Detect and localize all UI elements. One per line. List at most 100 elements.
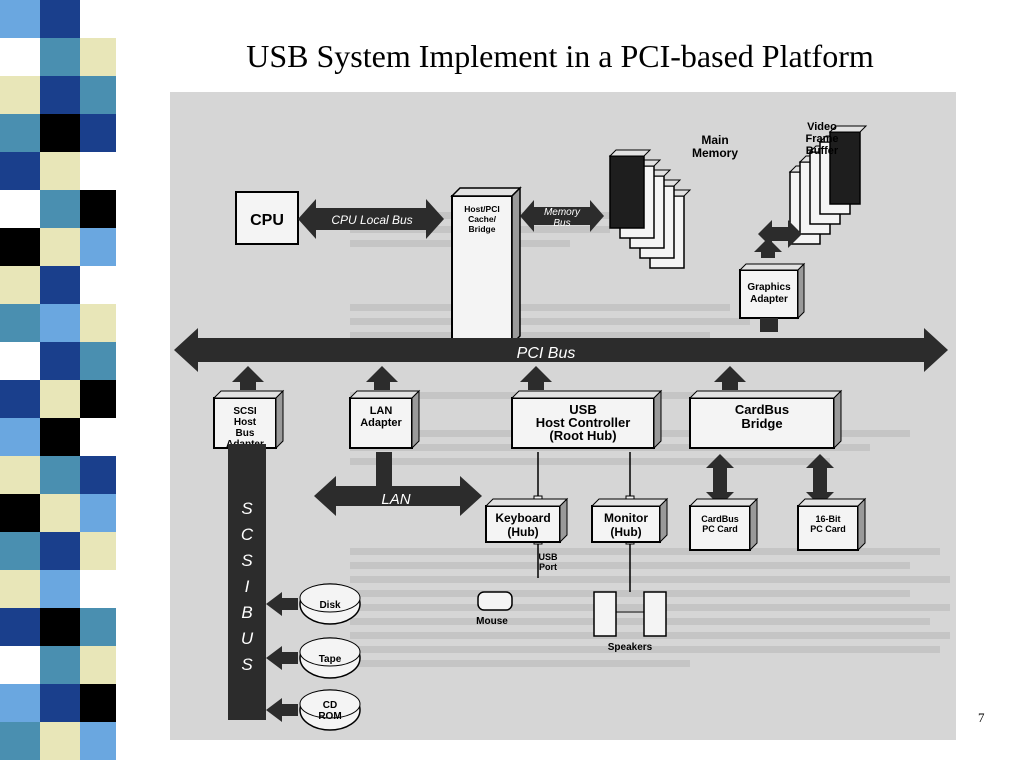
- stripe-segment: [0, 684, 40, 722]
- stripe-segment: [0, 418, 40, 456]
- stripe-segment: [0, 380, 40, 418]
- stripe-segment: [40, 532, 80, 570]
- stripe-segment: [0, 228, 40, 266]
- stripe-segment: [80, 114, 116, 152]
- stripe-segment: [80, 38, 116, 76]
- scsi-bus-letter: C: [241, 525, 254, 544]
- stripe-segment: [80, 152, 116, 190]
- stripe-segment: [40, 570, 80, 608]
- memory-bus-arrow: [520, 200, 604, 232]
- cpu-label: CPU: [250, 212, 284, 229]
- stripe-segment: [40, 38, 80, 76]
- cpu-local-bus-arrow: [298, 199, 444, 239]
- stripe-segment: [80, 722, 116, 760]
- scsi-bus-letter: U: [241, 629, 254, 648]
- speakers: Speakers: [593, 591, 667, 653]
- scsi-bus-letter: S: [241, 655, 253, 674]
- stripe-segment: [0, 456, 40, 494]
- stripe-segment: [0, 114, 40, 152]
- stripe-segment: [0, 342, 40, 380]
- stripe-segment: [80, 0, 116, 38]
- mouse-label: Mouse: [476, 616, 508, 627]
- stripe-segment: [0, 266, 40, 304]
- tape-device: Tape: [299, 637, 361, 679]
- lan-label: LAN: [381, 491, 410, 508]
- graphics-to-pci-arrow: [760, 318, 778, 332]
- speakers-label: Speakers: [608, 642, 653, 653]
- mouse: Mouse: [476, 591, 513, 627]
- stripe-segment: [80, 342, 116, 380]
- stripe-segment: [80, 266, 116, 304]
- stripe-segment: [0, 532, 40, 570]
- lan-adapter-stem: [376, 452, 392, 486]
- stripe-segment: [40, 114, 80, 152]
- monitor-hub-box: Monitor(Hub): [590, 497, 669, 544]
- stripe-segment: [80, 380, 116, 418]
- lan-arrow: [314, 476, 482, 516]
- stripe-segment: [40, 494, 80, 532]
- stripe-segment: [40, 342, 80, 380]
- disk-device-label: Disk: [319, 600, 341, 611]
- stripe-segment: [0, 304, 40, 342]
- pci-adapter-arrows: [232, 366, 746, 390]
- scsi-bus-letter: B: [241, 603, 252, 622]
- scsi-bus-letter: I: [245, 577, 250, 596]
- cardbus-card-arrow: [706, 454, 734, 506]
- stripe-segment: [0, 570, 40, 608]
- stripe-segment: [0, 38, 40, 76]
- stripe-segment: [40, 266, 80, 304]
- stripe-segment: [80, 608, 116, 646]
- scsi-bus-bar: [228, 444, 266, 720]
- stripe-segment: [40, 646, 80, 684]
- cpu-box: CPU: [235, 191, 299, 245]
- usb-tree-lines: [537, 452, 631, 592]
- decorative-stripe: [0, 0, 120, 768]
- monitor-hub-box-label: Monitor(Hub): [604, 511, 648, 539]
- stripe-segment: [40, 304, 80, 342]
- stripe-segment: [0, 152, 40, 190]
- stripe-segment: [40, 418, 80, 456]
- pc-card-arrow: [806, 454, 834, 506]
- slide-title: USB System Implement in a PCI-based Plat…: [246, 38, 874, 74]
- stripe-segment: [40, 684, 80, 722]
- stripe-segment: [80, 684, 116, 722]
- keyboard-hub-box: Keyboard(Hub): [484, 497, 569, 544]
- keyboard-hub-box-label: Keyboard(Hub): [495, 511, 550, 539]
- stripe-segment: [0, 190, 40, 228]
- stripe-segment: [80, 190, 116, 228]
- stripe-segment: [80, 418, 116, 456]
- stripe-segment: [40, 608, 80, 646]
- stripe-segment: [80, 570, 116, 608]
- graphics-vertical-arrow: [754, 238, 782, 258]
- stripe-segment: [40, 228, 80, 266]
- stripe-segment: [0, 494, 40, 532]
- scsi-bus-letter: S: [241, 499, 253, 518]
- stripe-segment: [40, 190, 80, 228]
- stripe-segment: [40, 380, 80, 418]
- stripe-segment: [40, 152, 80, 190]
- stripe-segment: [80, 228, 116, 266]
- pci-bus-arrow: [174, 328, 948, 372]
- stripe-segment: [40, 0, 80, 38]
- stripe-segment: [40, 456, 80, 494]
- disk-device: Disk: [299, 583, 361, 625]
- stripe-segment: [80, 456, 116, 494]
